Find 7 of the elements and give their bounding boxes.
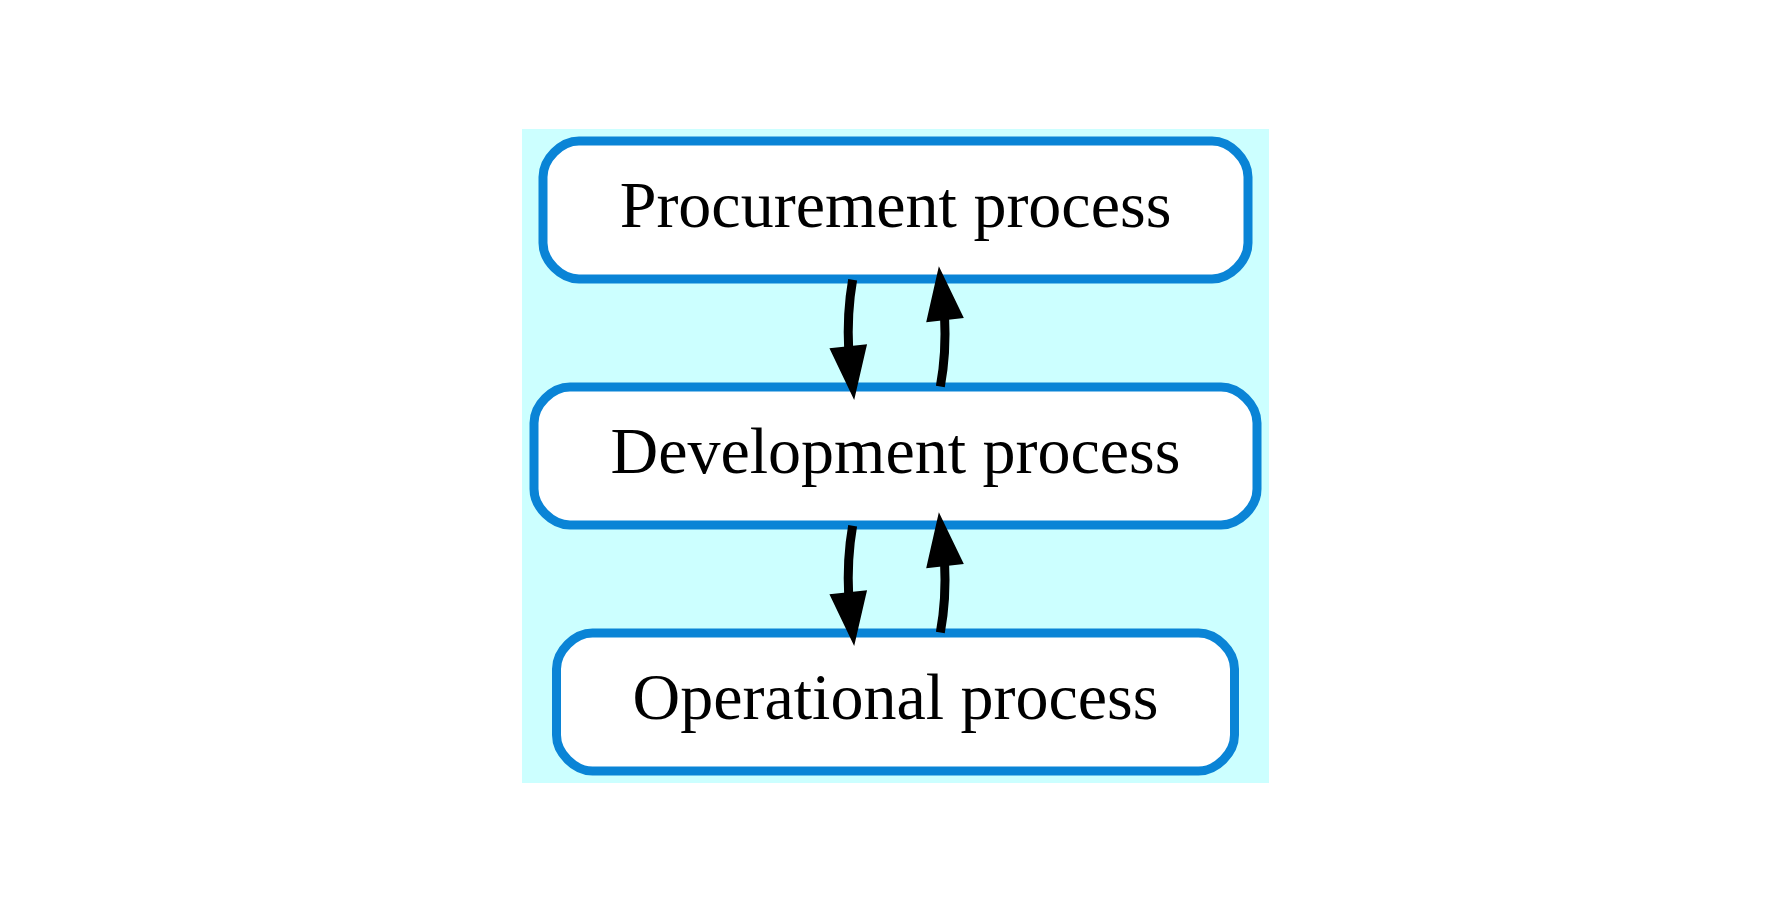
node-box: Development process bbox=[529, 382, 1261, 530]
arrow bbox=[925, 512, 964, 634]
arrow bbox=[828, 279, 867, 401]
arrow bbox=[925, 266, 964, 388]
arrow bbox=[828, 525, 867, 647]
node-box: Procurement process bbox=[538, 136, 1252, 284]
node-box: Operational process bbox=[551, 628, 1239, 776]
